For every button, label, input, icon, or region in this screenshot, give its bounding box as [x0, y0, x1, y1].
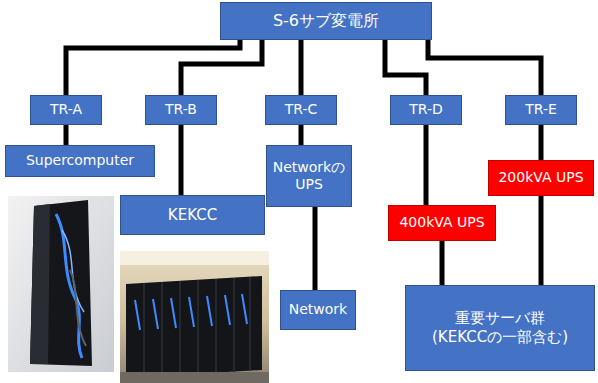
power-line [66, 40, 240, 95]
power-line [179, 125, 184, 195]
box-label: Networkの UPS [273, 159, 345, 194]
power-line [539, 196, 544, 285]
box-label: TR-C [285, 101, 318, 119]
power-line [299, 40, 304, 95]
power-line [299, 125, 304, 145]
equipment-box: Network [280, 290, 356, 330]
box-label: Network [289, 301, 347, 319]
power-line [424, 125, 429, 205]
box-label: S-6サブ変電所 [273, 11, 379, 31]
box-label: TR-B [165, 101, 197, 119]
box-label: 重要サーバ群 (KEKCCの一部含む) [412, 309, 588, 347]
equipment-box: TR-B [145, 95, 217, 125]
ups-box: 200kVA UPS [488, 160, 594, 196]
power-line [428, 40, 541, 95]
equipment-box: TR-E [505, 95, 577, 125]
box-label: 200kVA UPS [498, 169, 583, 187]
ups-box: 400kVA UPS [388, 205, 496, 241]
equipment-box: Networkの UPS [266, 145, 352, 207]
supercomputer-photo [8, 196, 114, 372]
power-line [539, 125, 544, 160]
power-line [181, 40, 262, 95]
box-label: TR-A [50, 101, 82, 119]
box-label: KEKCC [168, 206, 217, 225]
power-line [64, 125, 69, 145]
box-label: TR-D [409, 101, 443, 119]
box-label: 400kVA UPS [399, 214, 484, 232]
equipment-box: 重要サーバ群 (KEKCCの一部含む) [405, 285, 595, 371]
box-label: TR-E [525, 101, 557, 119]
equipment-box: Supercomputer [5, 145, 155, 177]
equipment-box: TR-C [265, 95, 337, 125]
power-line [313, 207, 318, 290]
equipment-box: S-6サブ変電所 [220, 2, 432, 40]
power-line [440, 241, 445, 285]
server-room-photo [120, 251, 269, 383]
power-line [385, 40, 426, 95]
box-label: Supercomputer [26, 152, 134, 170]
equipment-box: KEKCC [120, 195, 265, 235]
equipment-box: TR-D [390, 95, 462, 125]
equipment-box: TR-A [30, 95, 102, 125]
